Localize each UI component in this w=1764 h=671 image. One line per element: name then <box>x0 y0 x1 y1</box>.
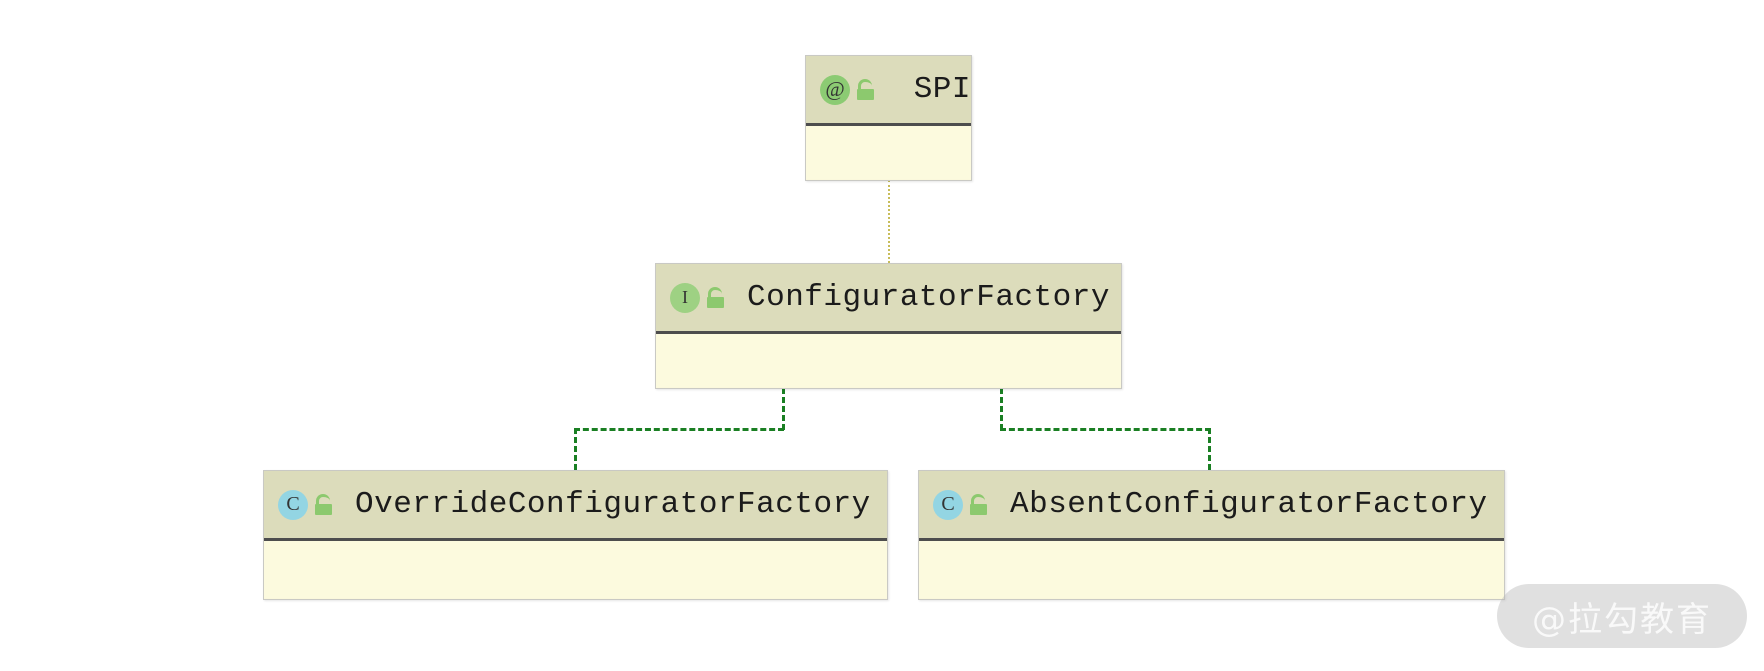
watermark-text: @拉勾教育 <box>1532 599 1712 640</box>
interface-letter: I <box>682 287 688 307</box>
uml-class-absent-configurator-factory[interactable]: C AbsentConfiguratorFactory <box>918 470 1505 600</box>
uml-class-spi[interactable]: @ SPI <box>805 55 972 181</box>
interface-icon: I <box>670 282 700 313</box>
uml-class-absent-configurator-factory-members <box>919 541 1504 598</box>
uml-class-spi-members <box>806 126 971 179</box>
uml-class-override-configurator-factory-members <box>264 541 887 598</box>
unlock-icon <box>705 285 727 311</box>
uml-class-override-configurator-factory-name: OverrideConfiguratorFactory <box>355 487 871 522</box>
uml-class-spi-header: @ SPI <box>806 56 971 126</box>
uml-class-configurator-factory-members <box>656 334 1121 387</box>
at-annotation-letter: @ <box>825 77 845 101</box>
unlock-icon <box>968 492 990 518</box>
class-letter: C <box>941 493 955 515</box>
uml-class-override-configurator-factory-header: C OverrideConfiguratorFactory <box>264 471 887 541</box>
connector-absent-vertical-upper <box>1000 388 1003 430</box>
uml-class-spi-name: SPI <box>913 72 971 107</box>
class-letter: C <box>286 493 300 515</box>
class-icon: C <box>933 489 963 520</box>
unlock-icon <box>313 492 335 518</box>
connector-absent-vertical-lower <box>1208 428 1211 470</box>
connector-absent-horizontal <box>1000 428 1211 431</box>
uml-class-configurator-factory-header: I ConfiguratorFactory <box>656 264 1121 334</box>
connector-override-horizontal <box>574 428 784 431</box>
uml-class-absent-configurator-factory-name: AbsentConfiguratorFactory <box>1010 487 1488 522</box>
uml-class-configurator-factory[interactable]: I ConfiguratorFactory <box>655 263 1122 389</box>
class-icon: C <box>278 489 308 520</box>
at-annotation-icon: @ <box>820 74 850 105</box>
uml-class-configurator-factory-name: ConfiguratorFactory <box>747 280 1110 315</box>
watermark: @拉勾教育 <box>1497 584 1747 648</box>
connector-override-vertical-lower <box>574 428 577 470</box>
uml-class-override-configurator-factory[interactable]: C OverrideConfiguratorFactory <box>263 470 888 600</box>
uml-class-absent-configurator-factory-header: C AbsentConfiguratorFactory <box>919 471 1504 541</box>
connector-override-vertical-upper <box>782 388 785 430</box>
connector-spi-to-configurator-factory <box>888 180 890 263</box>
unlock-icon <box>855 77 877 103</box>
